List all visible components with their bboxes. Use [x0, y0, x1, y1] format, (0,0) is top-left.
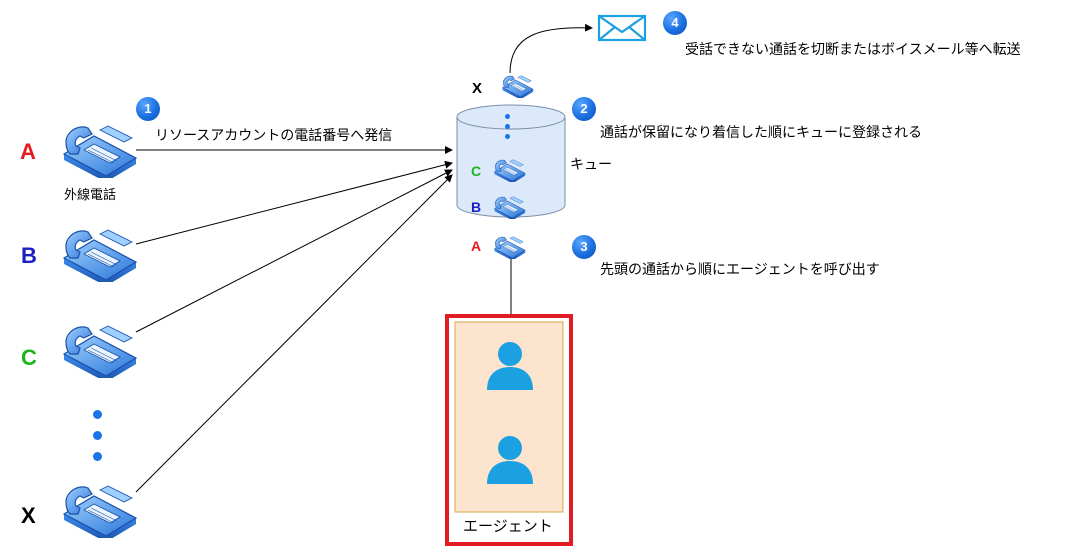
queue-x-phone-icon [502, 75, 534, 98]
connector-overflow-to-mail [509, 23, 593, 74]
queue-dot [505, 114, 510, 119]
caller-b-phone-icon [63, 229, 137, 282]
caller-a-phone-icon [63, 125, 137, 178]
step-4-text: 受話できない通話を切断またはボイスメール等へ転送 [685, 42, 1021, 58]
step-1-text: リソースアカウントの電話番号へ発信 [155, 128, 393, 144]
mail-envelope-icon [597, 14, 647, 42]
queue-label: キュー [570, 157, 612, 173]
more-callers-dot [93, 431, 102, 440]
more-callers-dot [93, 452, 102, 461]
caller-x-label: X [21, 503, 36, 528]
connector-c-to-queue [135, 169, 453, 333]
caller-a-label: A [20, 139, 36, 164]
queue-a-label: A [471, 238, 482, 254]
step-3-badge: 3 [572, 235, 596, 259]
queue-x-label: X [472, 80, 483, 97]
step-2-text: 通話が保留になり着信した順にキューに登録される [600, 125, 922, 141]
queue-dot [505, 124, 510, 129]
caller-b-label: B [21, 243, 37, 268]
step-2-badge: 2 [572, 97, 596, 121]
caller-x-phone-icon [63, 485, 137, 538]
step-1-badge: 1 [136, 97, 160, 121]
caller-c-phone-icon [63, 325, 137, 378]
step-3-text: 先頭の通話から順にエージェントを呼び出す [600, 262, 880, 278]
more-callers-dot [93, 410, 102, 419]
queue-c-label: C [471, 163, 482, 179]
queue-b-label: B [471, 199, 482, 215]
connector-x-to-queue [135, 174, 453, 493]
step-4-badge: 4 [663, 11, 687, 35]
agents-label: エージェント [463, 517, 553, 535]
queue-a-phone-icon [494, 236, 526, 259]
external-phone-label: 外線電話 [64, 188, 117, 203]
queue-dot [505, 134, 510, 139]
caller-c-label: C [21, 345, 37, 370]
connector-b-to-queue [135, 160, 453, 245]
